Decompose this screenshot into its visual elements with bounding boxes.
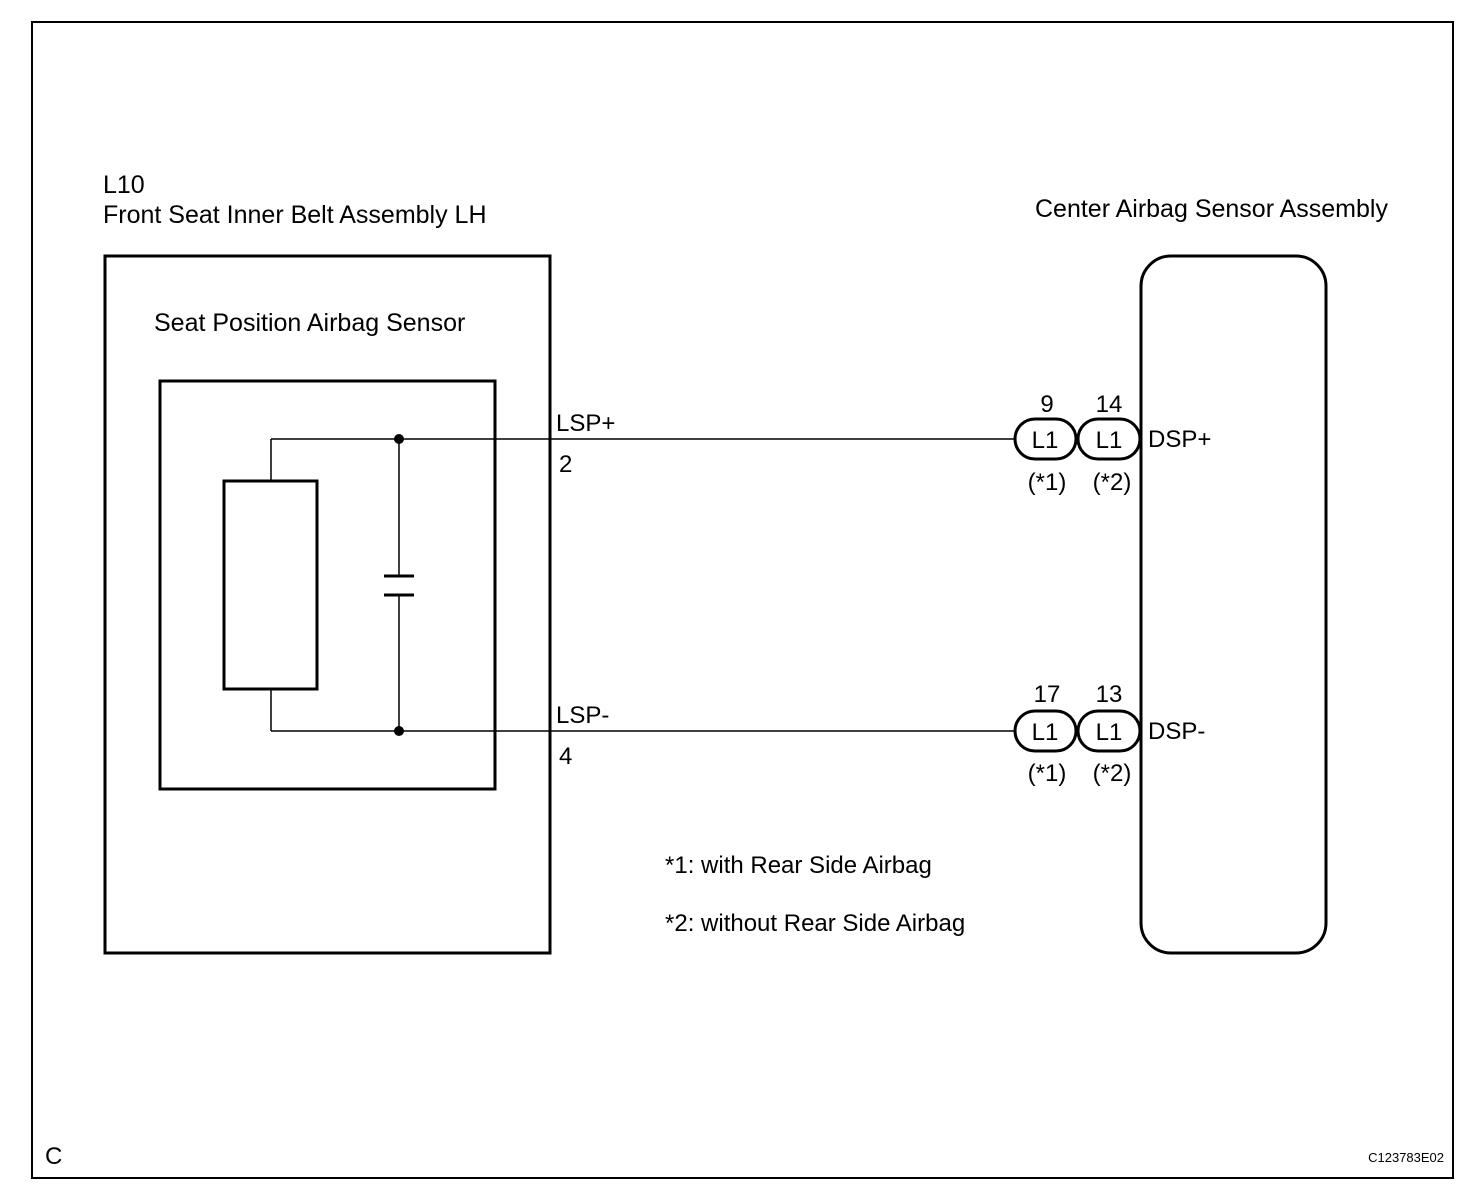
connector-label-pin-9: L1 <box>1032 427 1059 454</box>
connector-note-pin-13: (*2) <box>1093 760 1132 787</box>
connector-note-pin-14: (*2) <box>1093 469 1132 496</box>
connector-label-pin-13: L1 <box>1096 719 1123 746</box>
pin-number-17: 17 <box>1034 681 1061 708</box>
connector-l1-pin-9 <box>1013 417 1078 461</box>
left-component-name: Front Seat Inner Belt Assembly LH <box>103 201 487 229</box>
right-component-box <box>1139 254 1328 955</box>
connector-note-pin-9: (*1) <box>1028 469 1067 496</box>
connector-l1-pin-14 <box>1076 417 1142 461</box>
terminal-pin-lsp-plus: 2 <box>559 451 572 478</box>
terminal-name-lsp-plus: LSP+ <box>556 410 615 437</box>
terminal-pin-lsp-minus: 4 <box>559 743 572 770</box>
diagram-frame <box>31 21 1454 1179</box>
pin-number-9: 9 <box>1040 391 1053 418</box>
note-1: *1: with Rear Side Airbag <box>665 852 932 879</box>
figure-id: C123783E02 <box>1368 1150 1444 1165</box>
connector-l1-pin-13 <box>1076 709 1142 753</box>
terminal-name-lsp-minus: LSP- <box>556 702 609 729</box>
pin-number-13: 13 <box>1096 681 1123 708</box>
terminal-name-dsp-minus: DSP- <box>1148 718 1205 745</box>
pin-number-14: 14 <box>1096 391 1123 418</box>
connector-label-pin-14: L1 <box>1096 427 1123 454</box>
note-2: *2: without Rear Side Airbag <box>665 910 965 937</box>
connector-l1-pin-17 <box>1013 709 1078 753</box>
sensor-label: Seat Position Airbag Sensor <box>154 309 465 337</box>
terminal-name-dsp-plus: DSP+ <box>1148 426 1211 453</box>
left-component-box <box>103 254 552 955</box>
right-component-name: Center Airbag Sensor Assembly <box>1035 195 1388 223</box>
corner-label: C <box>45 1143 62 1170</box>
connector-note-pin-17: (*1) <box>1028 760 1067 787</box>
sensor-inner-box <box>158 379 497 791</box>
left-component-code: L10 <box>103 171 145 199</box>
resistor-symbol <box>222 479 319 691</box>
connector-label-pin-17: L1 <box>1032 719 1059 746</box>
